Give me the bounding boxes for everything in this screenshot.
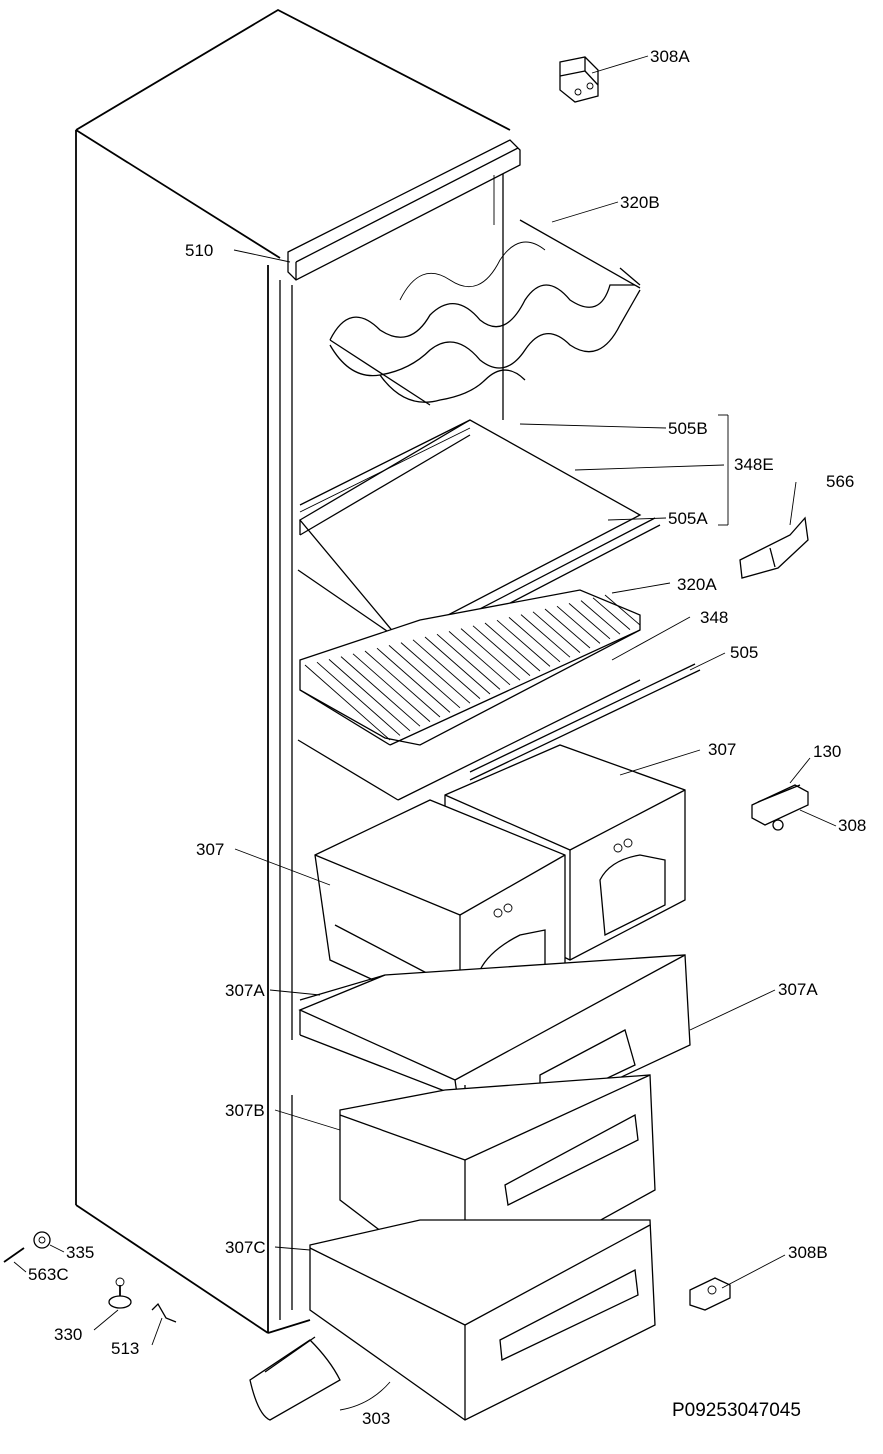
wire-rod [532,611,581,653]
cap-part-335 [33,1231,51,1249]
bracket-part-566 [739,516,809,579]
wire-rod [388,645,461,709]
label-308: 308 [838,816,866,835]
wire-rod [568,603,611,640]
wire-rod [472,625,531,676]
clip-part-513 [151,1302,177,1323]
wire-rod [496,619,551,667]
cabinet-body [75,8,511,1334]
wire-rod [556,605,601,644]
wire-rod [364,650,441,718]
label-307A-right: 307A [778,980,818,999]
wire-rod [412,639,481,699]
label-348: 348 [700,608,728,627]
wire-rod [580,600,621,635]
wire-rod [328,659,411,732]
wire-rod [460,628,521,681]
label-330: 330 [54,1325,82,1344]
label-348E: 348E [734,455,774,474]
label-130: 130 [813,742,841,761]
label-303: 303 [362,1409,390,1428]
part-labels: 308A 320B 510 505B 348E 566 505A 320A 34… [28,47,866,1428]
wire-rod [508,617,561,663]
drawer-part-307C [309,1219,656,1421]
bottom-cover-part-303 [249,1336,341,1421]
drawer-part-307-left [314,799,566,1021]
small-parts [3,1231,177,1323]
hinge-part-308B [689,1277,731,1311]
label-563C: 563C [28,1265,69,1284]
label-307-right: 307 [708,740,736,759]
top-trim-part-510 [287,139,521,281]
wire-rod [400,642,471,704]
label-566: 566 [826,472,854,491]
label-307B: 307B [225,1101,265,1120]
wire-rod [340,656,421,727]
wire-rod [436,633,501,690]
hinge-part-130-308 [751,784,809,831]
label-510: 510 [185,241,213,260]
label-335: 335 [66,1243,94,1262]
wire-rod [448,631,511,686]
drawer-part-307A [298,954,691,1151]
wire-rod [592,597,631,630]
leader-lines [13,55,837,1411]
foot-part-330 [108,1277,132,1309]
label-308A: 308A [650,47,690,66]
document-code: P09253047045 [672,1400,801,1421]
pin-part-563C [3,1247,25,1263]
wire-rod [520,614,571,658]
wire-rod [484,622,541,672]
shelf-part-348 [297,663,701,801]
wire-rod [544,608,591,649]
wire-rod [304,664,391,741]
wire-rod [604,594,641,626]
label-505A: 505A [668,509,708,528]
label-505B: 505B [668,419,708,438]
label-308B: 308B [788,1243,828,1262]
wire-rod [316,661,401,736]
label-513: 513 [111,1339,139,1358]
wire-rod [424,636,491,695]
hinge-part-308A [559,56,599,103]
label-320B: 320B [620,193,660,212]
label-320A: 320A [677,575,717,594]
wire-shelf-part-320A [299,589,641,746]
label-307-left: 307 [196,840,224,859]
wire-rod [352,653,431,722]
label-505: 505 [730,643,758,662]
label-307A-left: 307A [225,981,265,1000]
bottle-rack-part-320B [329,219,641,406]
wire-rod [376,647,451,713]
label-307C: 307C [225,1238,266,1257]
